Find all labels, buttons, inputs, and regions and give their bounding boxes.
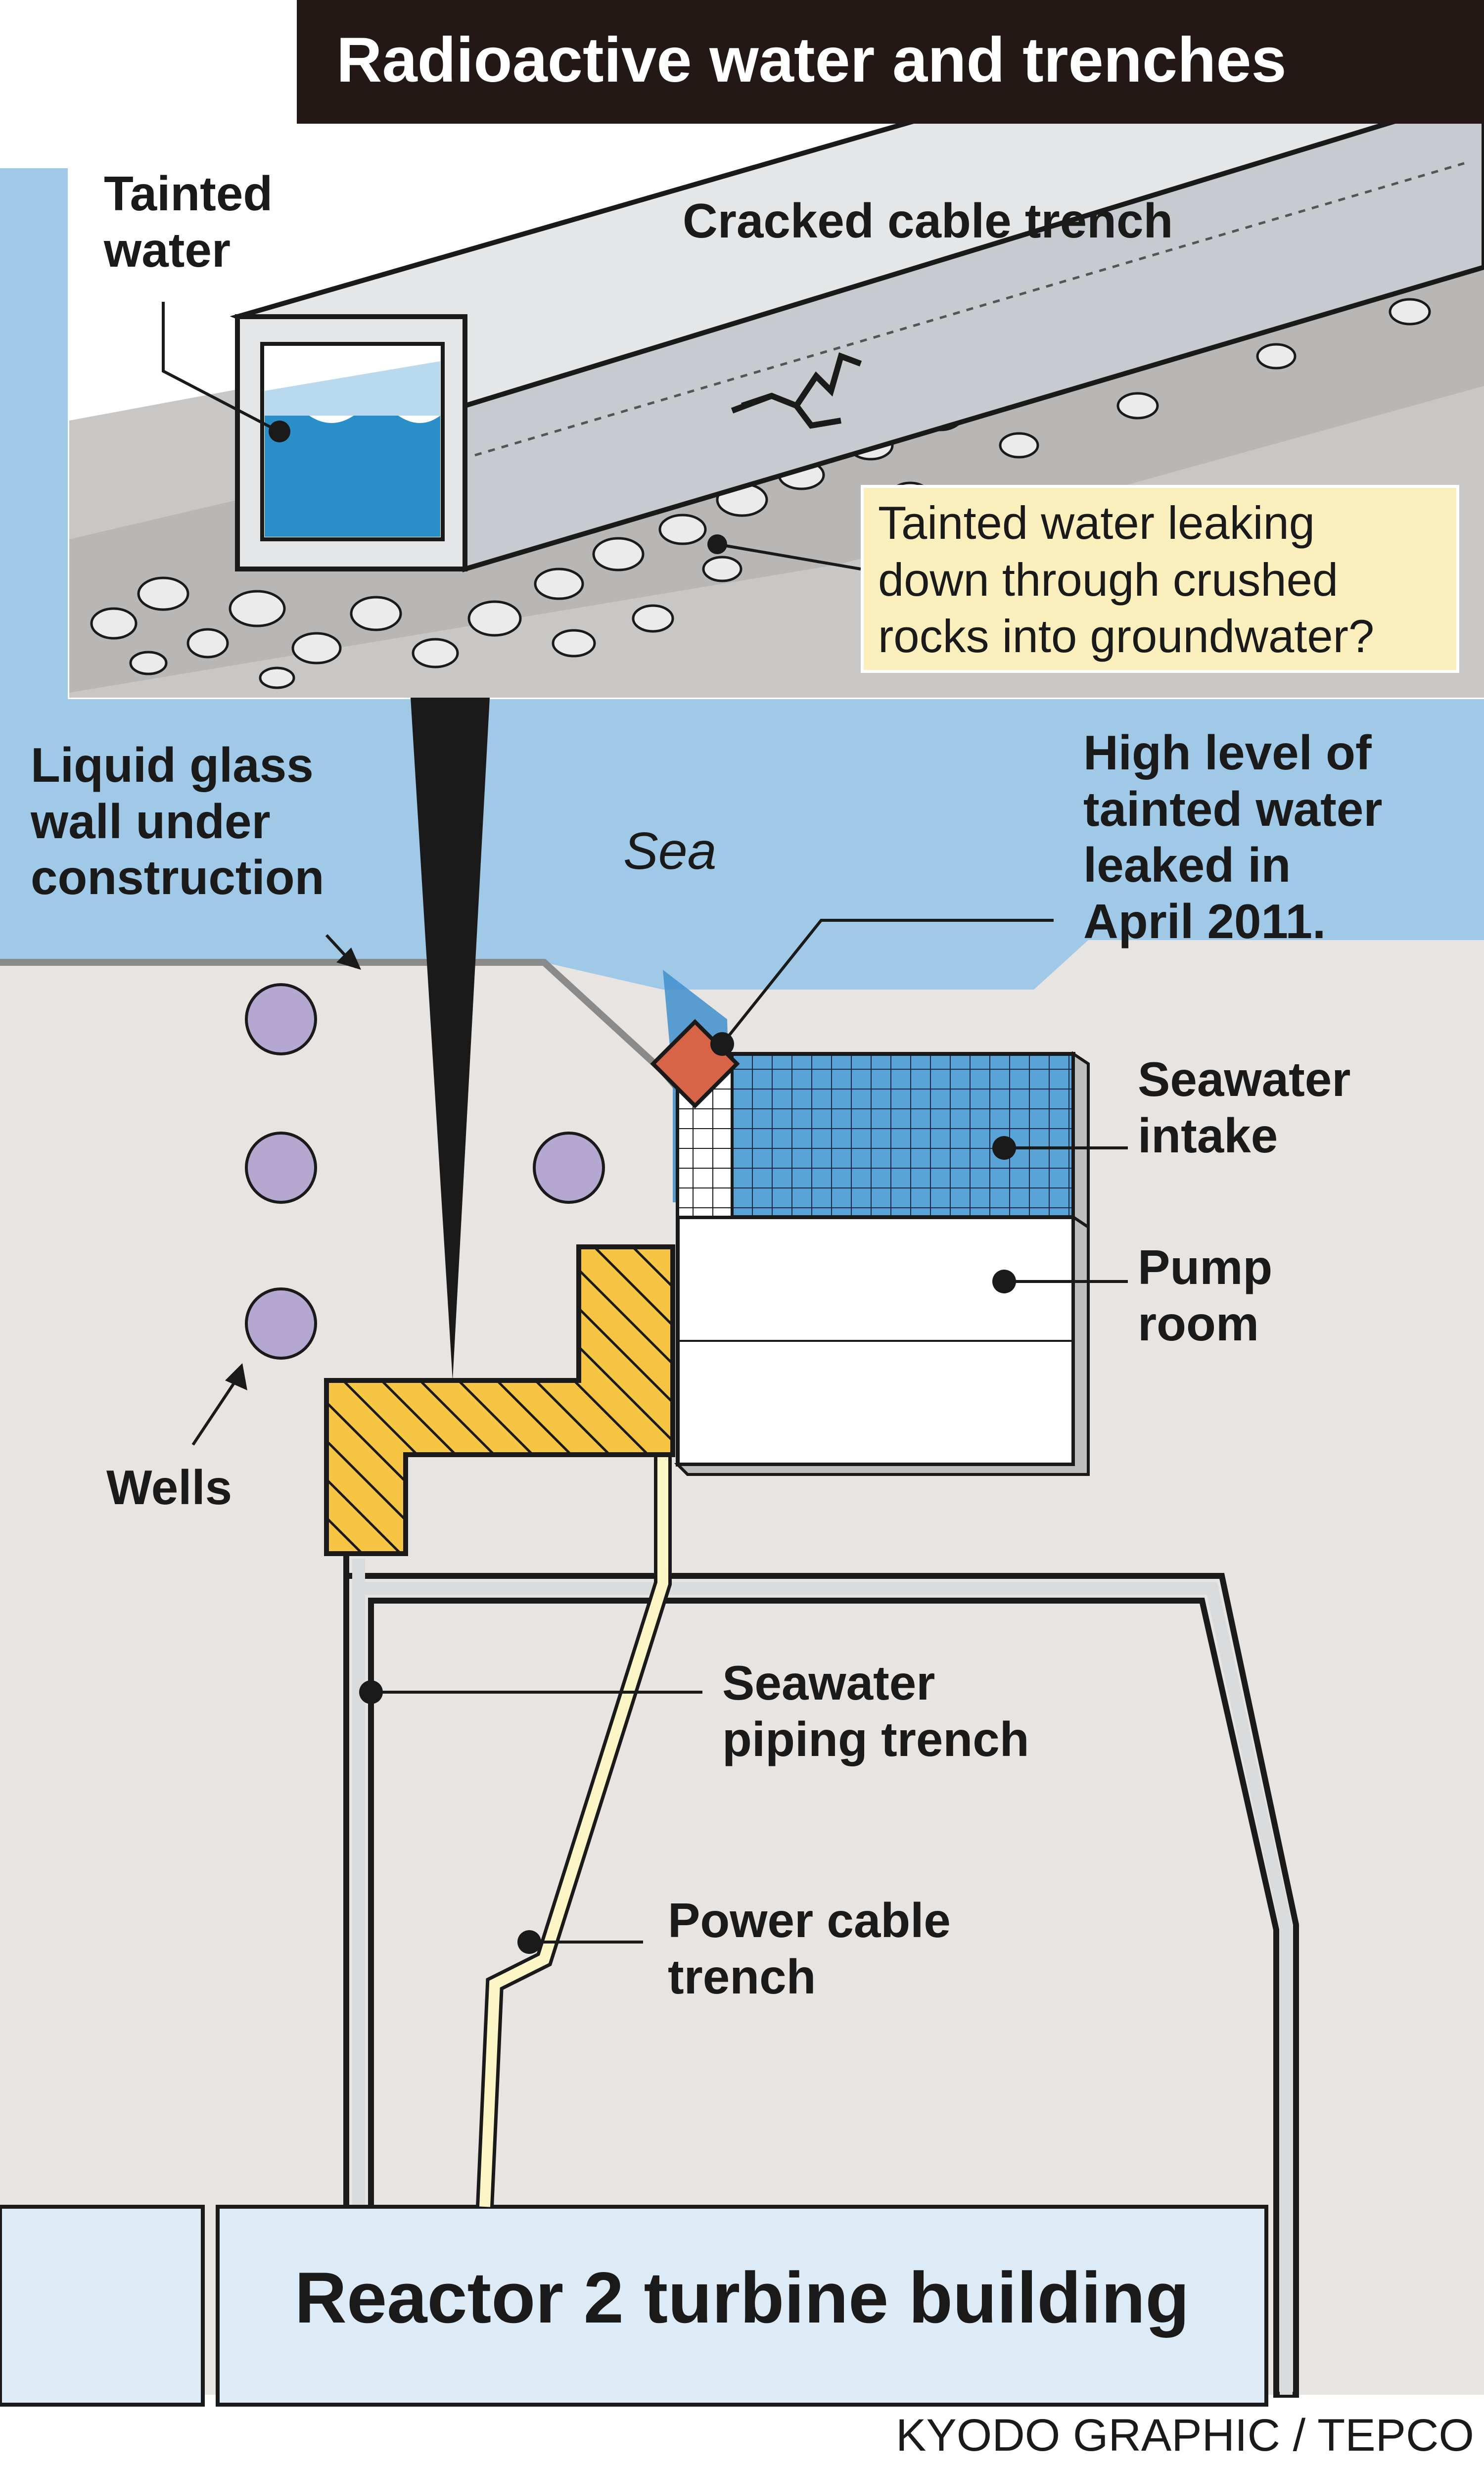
credit-line: KYODO GRAPHIC / TEPCO [896,2410,1474,2461]
title-bar [297,0,1484,124]
well-1 [245,983,317,1055]
leak-question-callout [861,485,1459,673]
label-pump-room: Pump room [1138,1240,1273,1351]
reactor-annex [0,2205,205,2407]
label-cracked-cable-trench: Cracked cable trench [683,193,1173,248]
label-seawater-intake: Seawater intake [1138,1052,1351,1163]
leader-dots [225,948,1016,1954]
well-2 [245,1132,317,1204]
well-3 [245,1287,317,1360]
reactor-building-box [216,2205,1268,2407]
leak-question-text: Tainted water leaking down through crush… [878,497,1375,663]
label-power-cable-trench: Power cable trench [668,1893,951,2004]
label-seawater-piping-trench: Seawater piping trench [722,1656,1029,1766]
label-tainted-water: Tainted water [104,166,273,277]
seawater-intake-grid [676,1052,1075,1219]
well-4 [533,1132,605,1204]
crack-mark [731,352,862,429]
label-sea: Sea [623,822,717,880]
label-liquid-glass-wall: Liquid glass wall under construction [31,738,325,905]
label-wells: Wells [106,1460,232,1515]
diagram-title: Radioactive water and trenches [336,25,1287,95]
tainted-water-fill [265,408,440,537]
map-leaders [191,919,1128,1944]
label-high-level-leak: High level of tainted water leaked in Ap… [1083,725,1383,949]
inset-pointer [411,698,490,1380]
label-reactor-building: Reactor 2 turbine building [294,2257,1190,2338]
liquid-glass-wall-section [324,1244,675,1556]
wells-group [245,983,605,1360]
